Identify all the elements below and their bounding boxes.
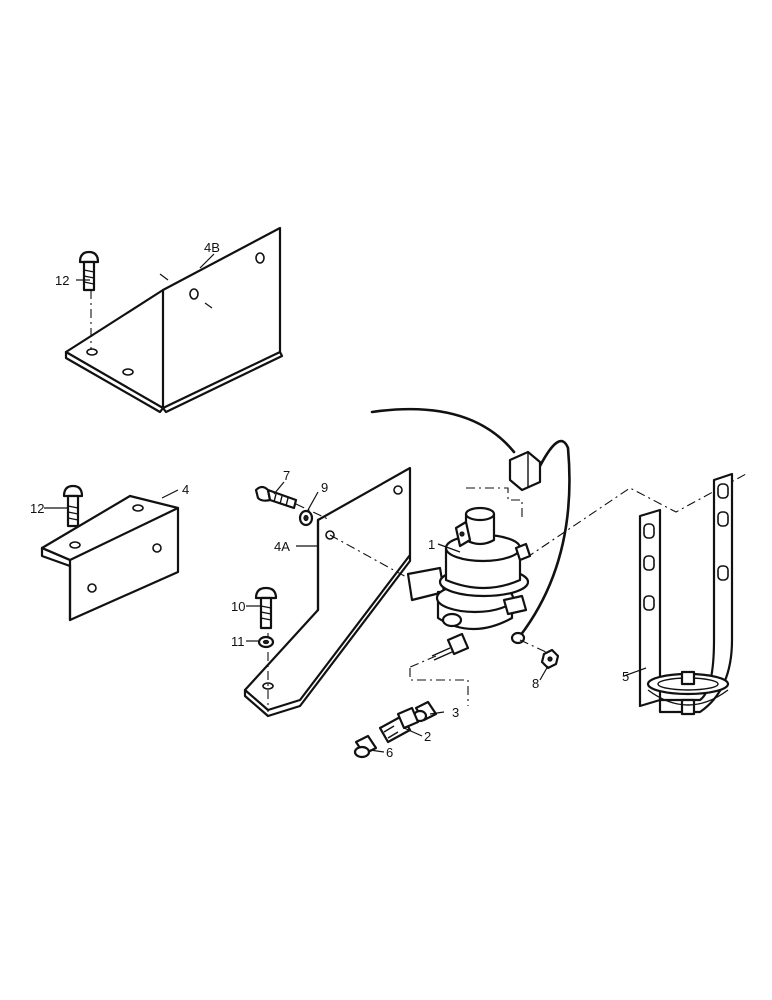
bracket-5-slot: [643, 555, 655, 571]
fuel-pump-1: [406, 506, 532, 631]
wire: [370, 407, 516, 454]
callout-5: 5: [622, 669, 629, 684]
callout-leaders: [44, 253, 647, 753]
wiring-harness: [370, 407, 571, 645]
bracket-5-slot: [717, 511, 729, 527]
fitting-2: [378, 706, 420, 744]
callout-1: 1: [428, 537, 435, 552]
bolt-12-top: [78, 250, 100, 292]
bracket-5-slot: [717, 483, 729, 499]
callout-4a: 4A: [274, 539, 290, 554]
bracket-4b-hole: [255, 252, 265, 264]
callout-8: 8: [532, 676, 539, 691]
fitting-6: [353, 734, 378, 759]
bracket-4a: [243, 466, 412, 718]
callout-12-lower: 12: [30, 501, 44, 516]
callout-2: 2: [424, 729, 431, 744]
bracket-4-hole: [152, 543, 162, 553]
bracket-4b: [64, 226, 284, 414]
bracket-5-slot: [643, 595, 655, 611]
nut-8: [540, 648, 560, 670]
callout-11: 11: [231, 634, 245, 649]
washer-9: [298, 509, 314, 527]
callout-4: 4: [182, 482, 189, 497]
bracket-4-hole: [69, 541, 81, 549]
bracket-4-hole: [132, 504, 144, 512]
bracket-4b-hole: [122, 368, 134, 376]
washer-11: [257, 635, 275, 649]
wire-connector: [508, 450, 542, 492]
callout-12-top: 12: [55, 273, 69, 288]
filter-bracket-5: [638, 472, 734, 716]
callout-3: 3: [452, 705, 459, 720]
callout-9: 9: [321, 480, 328, 495]
bracket-4a-hole: [393, 485, 403, 495]
bolt-12-lower: [62, 484, 84, 528]
callouts: 12 4B 12 4 7 9 4A 1 10 11 3 2 6 8 5: [30, 240, 629, 760]
callout-6: 6: [386, 745, 393, 760]
bolt-10: [254, 586, 278, 630]
bracket-4b-hole: [86, 348, 98, 356]
bolt-7: [254, 485, 331, 521]
wire: [518, 439, 571, 638]
bracket-4b-hole: [189, 288, 199, 300]
bracket-5-slot: [717, 565, 729, 581]
bracket-4: [40, 494, 180, 622]
bracket-5-slot: [643, 523, 655, 539]
pump-inlet-stud: [431, 632, 470, 661]
bracket-4-hole: [87, 583, 97, 593]
callout-7: 7: [283, 468, 290, 483]
callout-4b: 4B: [204, 240, 220, 255]
callout-10: 10: [231, 599, 245, 614]
